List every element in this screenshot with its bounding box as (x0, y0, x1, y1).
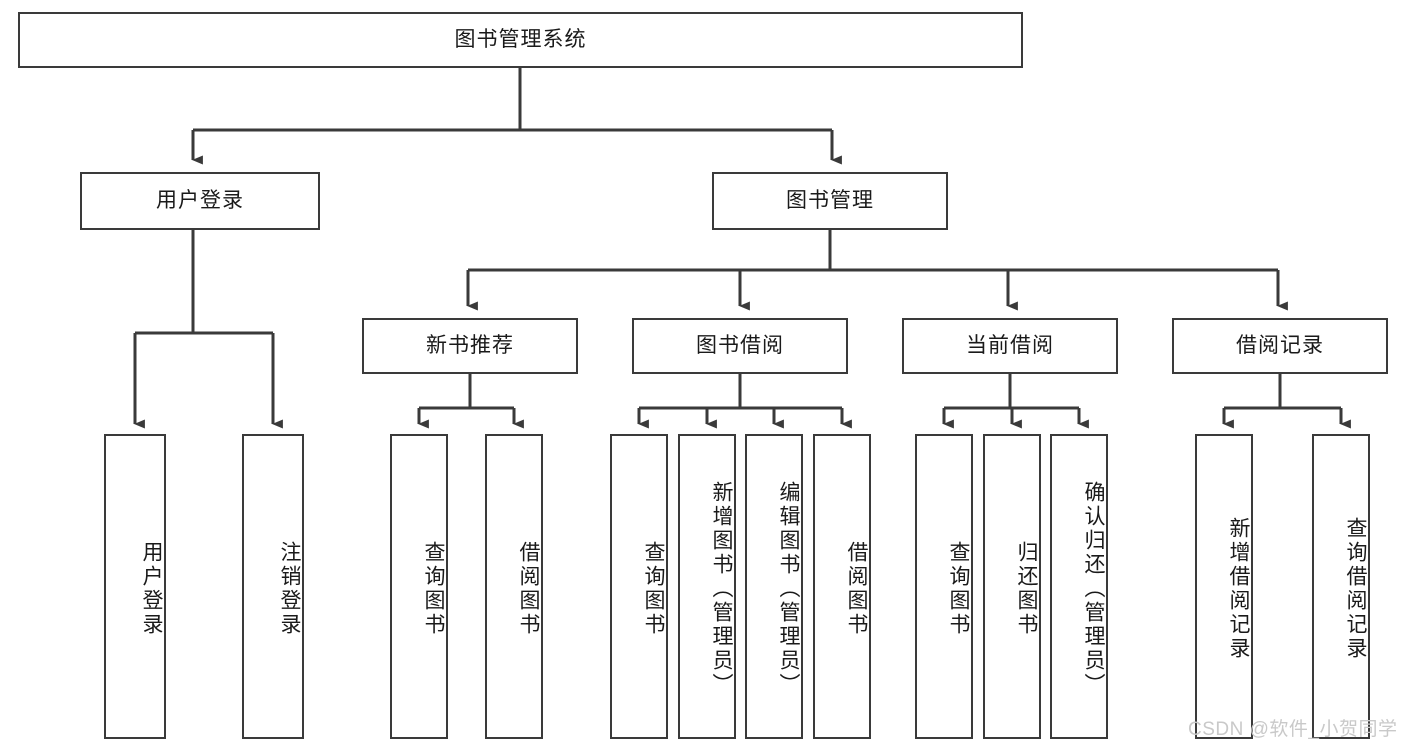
node-current-borrow[interactable]: 当前借阅 (902, 318, 1118, 374)
leaf-label: 查询图书 (642, 540, 665, 637)
leaf-label: 查询图书 (947, 540, 970, 637)
node-book-borrow-label: 图书借阅 (696, 334, 784, 358)
node-borrow-record-label: 借阅记录 (1236, 334, 1324, 358)
node-current-borrow-label: 当前借阅 (966, 334, 1054, 358)
node-book-management[interactable]: 图书管理 (712, 172, 948, 230)
leaf-edit-book-admin[interactable]: 编辑图书（管理员） (745, 434, 803, 739)
node-root[interactable]: 图书管理系统 (18, 12, 1023, 68)
leaf-label: 确认归还（管理员） (1082, 480, 1105, 697)
leaf-query-book-current[interactable]: 查询图书 (915, 434, 973, 739)
node-user-login-label: 用户登录 (156, 189, 244, 213)
leaf-label: 借阅图书 (845, 540, 868, 637)
leaf-label: 归还图书 (1015, 540, 1038, 637)
leaf-add-borrow-record[interactable]: 新增借阅记录 (1195, 434, 1253, 739)
leaf-confirm-return-admin[interactable]: 确认归还（管理员） (1050, 434, 1108, 739)
node-book-borrow[interactable]: 图书借阅 (632, 318, 848, 374)
node-new-book-recommend[interactable]: 新书推荐 (362, 318, 578, 374)
leaf-label: 新增借阅记录 (1227, 516, 1250, 661)
node-user-login[interactable]: 用户登录 (80, 172, 320, 230)
node-borrow-record[interactable]: 借阅记录 (1172, 318, 1388, 374)
leaf-label: 编辑图书（管理员） (777, 480, 800, 697)
node-book-management-label: 图书管理 (786, 189, 874, 213)
leaf-query-book-recommend[interactable]: 查询图书 (390, 434, 448, 739)
leaf-label: 查询借阅记录 (1344, 516, 1367, 661)
leaf-return-book[interactable]: 归还图书 (983, 434, 1041, 739)
leaf-borrow-book-recommend[interactable]: 借阅图书 (485, 434, 543, 739)
csdn-watermark: CSDN @软件_小贺同学 (1188, 719, 1398, 740)
node-root-label: 图书管理系统 (454, 28, 587, 52)
leaf-logout[interactable]: 注销登录 (242, 434, 304, 739)
node-new-book-recommend-label: 新书推荐 (426, 334, 514, 358)
leaf-label: 查询图书 (422, 540, 445, 637)
leaf-label: 新增图书（管理员） (710, 480, 733, 697)
leaf-label: 借阅图书 (517, 540, 540, 637)
leaf-label: 用户登录 (140, 540, 163, 637)
leaf-query-borrow-record[interactable]: 查询借阅记录 (1312, 434, 1370, 739)
leaf-borrow-book[interactable]: 借阅图书 (813, 434, 871, 739)
leaf-query-book-borrow[interactable]: 查询图书 (610, 434, 668, 739)
leaf-user-login[interactable]: 用户登录 (104, 434, 166, 739)
leaf-add-book-admin[interactable]: 新增图书（管理员） (678, 434, 736, 739)
leaf-label: 注销登录 (278, 540, 301, 637)
